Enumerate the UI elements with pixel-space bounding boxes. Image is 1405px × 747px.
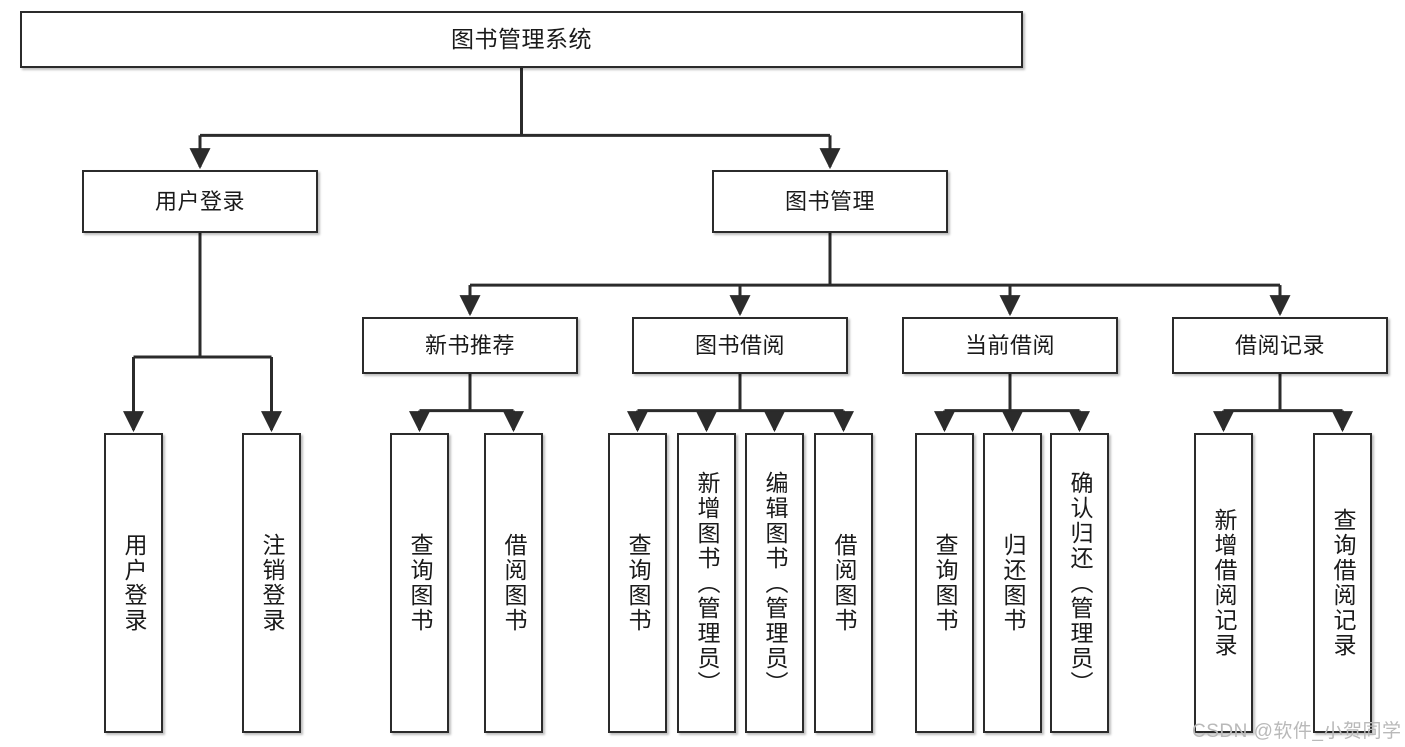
node-new-book-recommend[interactable]: 新书推荐 bbox=[362, 317, 578, 374]
node-leaf-query-book-current[interactable]: 查询图书 bbox=[915, 433, 974, 733]
node-label: 图书管理系统 bbox=[451, 25, 592, 52]
node-label: 用户登录 bbox=[121, 533, 147, 633]
node-label: 确认归还（管理员） bbox=[1067, 470, 1093, 696]
node-label: 编辑图书（管理员） bbox=[762, 470, 788, 696]
node-leaf-add-borrow-record[interactable]: 新增借阅记录 bbox=[1194, 433, 1253, 733]
node-leaf-query-book-rec[interactable]: 查询图书 bbox=[390, 433, 449, 733]
node-label: 新书推荐 bbox=[424, 332, 515, 358]
node-label: 借阅记录 bbox=[1234, 332, 1325, 358]
node-label: 用户登录 bbox=[154, 188, 245, 214]
node-leaf-query-book-borrow[interactable]: 查询图书 bbox=[608, 433, 667, 733]
node-label: 新增图书（管理员） bbox=[694, 470, 720, 696]
node-label: 查询图书 bbox=[407, 533, 433, 633]
node-label: 借阅图书 bbox=[501, 533, 527, 633]
node-label: 图书借阅 bbox=[694, 332, 785, 358]
node-label: 查询图书 bbox=[625, 533, 651, 633]
node-leaf-user-login[interactable]: 用户登录 bbox=[104, 433, 163, 733]
node-borrow-record[interactable]: 借阅记录 bbox=[1172, 317, 1388, 374]
node-label: 新增借阅记录 bbox=[1211, 508, 1237, 658]
node-leaf-borrow-book-borrow[interactable]: 借阅图书 bbox=[814, 433, 873, 733]
node-label: 查询借阅记录 bbox=[1330, 508, 1356, 658]
node-user-login[interactable]: 用户登录 bbox=[82, 170, 318, 233]
node-label: 归还图书 bbox=[1000, 533, 1026, 633]
node-leaf-return-book[interactable]: 归还图书 bbox=[983, 433, 1042, 733]
node-leaf-confirm-return-admin[interactable]: 确认归还（管理员） bbox=[1050, 433, 1109, 733]
node-leaf-query-borrow-record[interactable]: 查询借阅记录 bbox=[1313, 433, 1372, 733]
node-leaf-edit-book-admin[interactable]: 编辑图书（管理员） bbox=[745, 433, 804, 733]
node-label: 当前借阅 bbox=[964, 332, 1055, 358]
node-book-manage[interactable]: 图书管理 bbox=[712, 170, 948, 233]
node-book-borrow[interactable]: 图书借阅 bbox=[632, 317, 848, 374]
node-leaf-logout-login[interactable]: 注销登录 bbox=[242, 433, 301, 733]
node-current-borrow[interactable]: 当前借阅 bbox=[902, 317, 1118, 374]
node-root[interactable]: 图书管理系统 bbox=[20, 11, 1023, 68]
node-label: 注销登录 bbox=[259, 533, 285, 633]
node-leaf-borrow-book-rec[interactable]: 借阅图书 bbox=[484, 433, 543, 733]
node-label: 图书管理 bbox=[784, 188, 875, 214]
node-label: 查询图书 bbox=[932, 533, 958, 633]
edges-group bbox=[123, 68, 1353, 433]
node-leaf-add-book-admin[interactable]: 新增图书（管理员） bbox=[677, 433, 736, 733]
node-label: 借阅图书 bbox=[831, 533, 857, 633]
